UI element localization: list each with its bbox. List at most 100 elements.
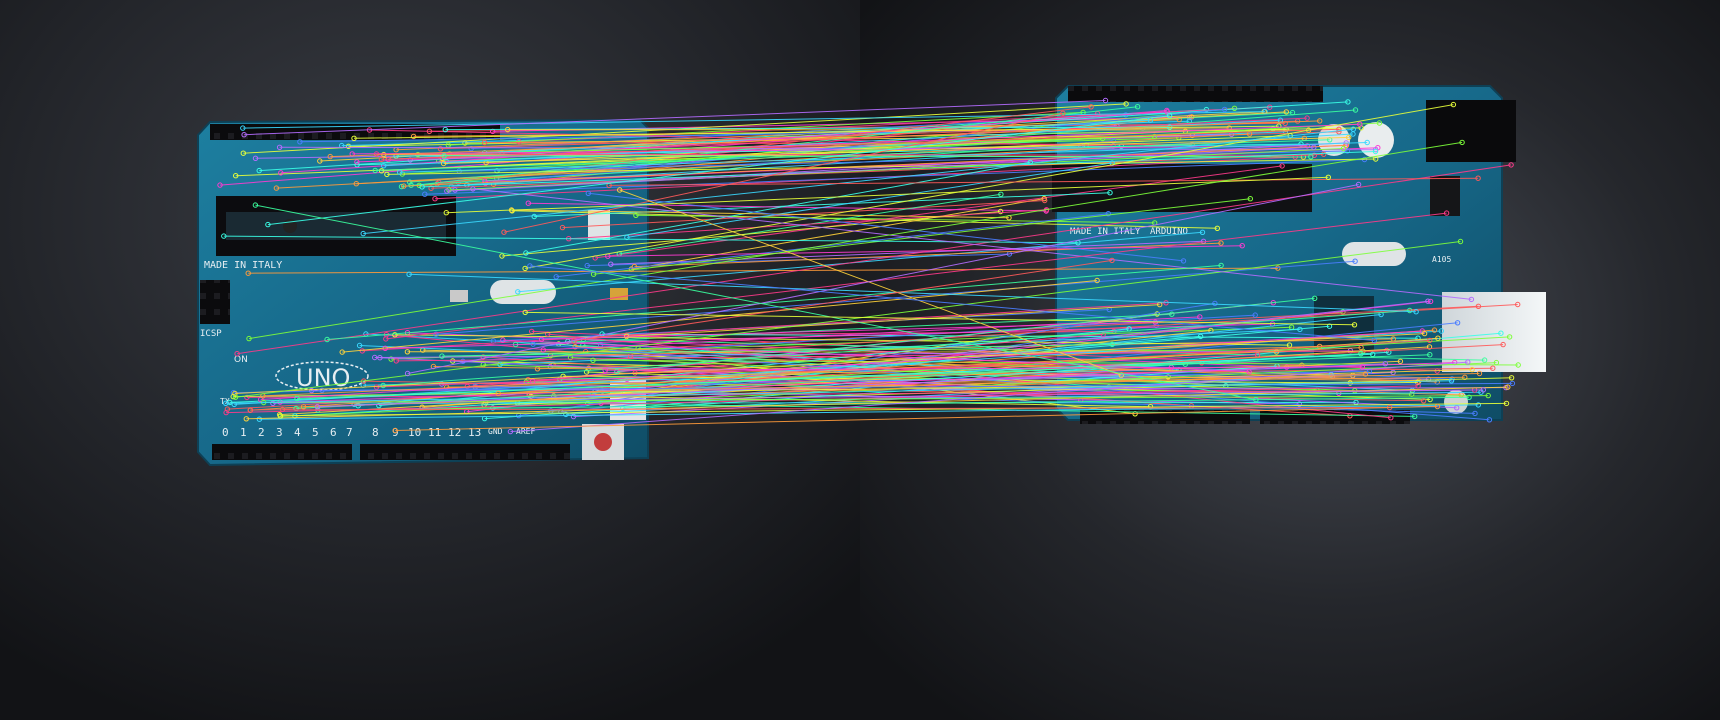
keypoint	[1469, 366, 1475, 373]
keypoint	[319, 387, 325, 393]
keypoint	[1123, 101, 1129, 107]
match-line	[255, 145, 1081, 159]
keypoint	[276, 144, 283, 151]
left-bottom-header-2	[360, 444, 570, 460]
match-line	[229, 353, 1373, 403]
keypoint	[481, 139, 488, 146]
pin-6-label: 6	[330, 426, 337, 439]
keypoint	[339, 349, 345, 355]
keypoint	[383, 336, 389, 342]
keypoint	[1357, 121, 1363, 127]
keypoint	[497, 361, 503, 368]
keypoint	[1212, 300, 1218, 307]
match-line	[486, 130, 1186, 164]
keypoint	[505, 126, 511, 133]
keypoint	[378, 156, 385, 163]
keypoint	[1515, 362, 1521, 368]
keypoint	[1169, 311, 1175, 317]
keypoint	[1118, 372, 1125, 378]
left-top-header	[210, 124, 330, 140]
keypoint	[1505, 384, 1511, 390]
keypoint	[372, 167, 378, 174]
match-line	[223, 235, 1079, 244]
match-line	[529, 265, 1375, 341]
keypoint	[247, 407, 254, 413]
pin-0-label: 0	[222, 426, 229, 439]
keypoint	[244, 394, 250, 401]
keypoint	[437, 146, 444, 152]
keypoint	[1457, 238, 1464, 245]
match-line	[626, 304, 1160, 337]
match-line	[263, 395, 1489, 403]
keypoint	[243, 416, 250, 422]
keypoint	[1197, 314, 1203, 320]
match-line	[235, 241, 1461, 398]
keypoint	[1247, 196, 1254, 202]
keypoint	[265, 221, 271, 228]
keypoint	[407, 179, 413, 185]
match-line	[354, 391, 1482, 405]
match-line	[280, 362, 1497, 417]
match-line	[631, 198, 1045, 270]
keypoint	[404, 370, 411, 377]
pin-8-label: 8	[372, 426, 379, 439]
match-line	[619, 189, 1122, 376]
keypoint	[441, 153, 447, 159]
right-top-header	[1068, 86, 1188, 102]
match-line	[444, 155, 1311, 158]
right-usb-port	[1442, 292, 1546, 372]
keypoint	[1355, 181, 1362, 188]
keypoint	[1253, 397, 1259, 403]
right-top-header-2	[1188, 86, 1323, 102]
keypoint	[1218, 240, 1224, 246]
match-line	[556, 213, 1109, 278]
match-line	[467, 333, 1104, 387]
match-line	[244, 100, 1106, 136]
match-line	[362, 302, 1167, 352]
keypoint	[1358, 344, 1364, 351]
keypoint	[217, 182, 223, 188]
keypoint	[1506, 334, 1513, 340]
keypoint	[1359, 364, 1366, 370]
keypoint	[444, 188, 450, 194]
pin-3-label: 3	[276, 426, 283, 439]
keypoint	[1317, 118, 1323, 124]
keypoint	[1252, 312, 1258, 318]
keypoint	[351, 135, 357, 142]
match-line	[363, 128, 1354, 235]
keypoint	[1283, 109, 1290, 115]
match-line	[407, 184, 1359, 374]
keypoint	[1397, 358, 1404, 364]
keypoint	[522, 265, 528, 272]
keypoint	[232, 390, 238, 397]
match-line	[588, 192, 1184, 262]
match-line	[294, 351, 1389, 417]
keypoint	[1420, 398, 1427, 404]
keypoint	[1438, 328, 1445, 334]
match-line	[321, 382, 1513, 391]
keypoint	[1382, 361, 1389, 367]
match-line	[402, 122, 1380, 175]
right-crystal	[1342, 242, 1406, 266]
match-line	[403, 144, 1347, 187]
keypoint	[1262, 108, 1268, 115]
keypoint	[1325, 174, 1332, 181]
keypoint	[500, 337, 506, 343]
keypoint	[527, 263, 533, 269]
keypoint	[1386, 349, 1392, 355]
keypoint	[530, 341, 536, 347]
keypoint	[1413, 309, 1419, 315]
keypoint	[1427, 298, 1434, 305]
match-line	[573, 259, 1113, 342]
keypoint	[443, 210, 449, 216]
match-line	[510, 361, 1468, 433]
keypoint	[1275, 265, 1281, 271]
keypoint	[998, 191, 1004, 198]
pin-11-label: 11	[428, 426, 441, 439]
match-line	[511, 209, 1010, 219]
keypoint	[583, 369, 590, 375]
keypoint	[1107, 190, 1113, 196]
match-line	[475, 364, 1302, 388]
keypoint	[1466, 394, 1472, 400]
keypoint	[1154, 311, 1160, 317]
